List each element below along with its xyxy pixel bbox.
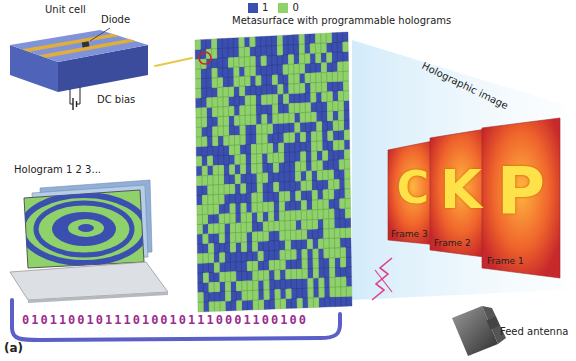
- legend-item: 1: [248, 2, 268, 13]
- cell-marker: [199, 52, 211, 64]
- wave-symbol: [372, 258, 392, 300]
- legend-swatch: [278, 3, 288, 13]
- wave-symbol: [375, 270, 392, 292]
- connector: [155, 58, 192, 66]
- legend-item: 0: [278, 2, 298, 13]
- panel-letter: (a): [4, 342, 23, 356]
- coding-cell: [195, 32, 352, 312]
- legend-text: 0: [292, 2, 298, 13]
- horn-antenna: [452, 306, 506, 356]
- coding-cell: [195, 33, 352, 312]
- panel-title: Metasurface with programmable holograms: [232, 15, 451, 27]
- bit-stream: 0101100101110100101110001100100: [22, 314, 308, 328]
- wave-beam: [352, 40, 565, 300]
- hologram-letter: P: [497, 159, 545, 225]
- metasurface: Metasurface with programmable holograms: [192, 30, 354, 314]
- part-label: Diode: [101, 14, 130, 26]
- frame-label: Frame 1: [487, 256, 524, 266]
- screen-caption: Hologram 1 2 3...: [14, 164, 101, 176]
- hologram-letter: C: [397, 166, 429, 210]
- coding-grid: [195, 32, 352, 312]
- legend-swatch: [248, 3, 258, 13]
- part-label: Unit cell: [45, 4, 86, 16]
- laptop: Hologram 1 2 3...: [5, 162, 170, 300]
- part-label: DC bias: [97, 94, 135, 106]
- feed-antenna: Feed antenna: [445, 300, 567, 358]
- frame-label: Frame 2: [434, 238, 471, 248]
- legend-text: 1: [262, 2, 268, 13]
- connector: [12, 300, 340, 340]
- legend: 10: [248, 2, 309, 13]
- unit-cell: Unit cellDiode DC bias: [5, 0, 155, 110]
- laptop-drawing: [10, 180, 168, 303]
- holographic-frames: [388, 118, 560, 278]
- part-label: Feed antenna: [500, 326, 568, 338]
- unit-cell-drawing: [10, 28, 148, 110]
- hologram-letter: K: [440, 163, 482, 217]
- frame-label: Frame 3: [391, 229, 428, 239]
